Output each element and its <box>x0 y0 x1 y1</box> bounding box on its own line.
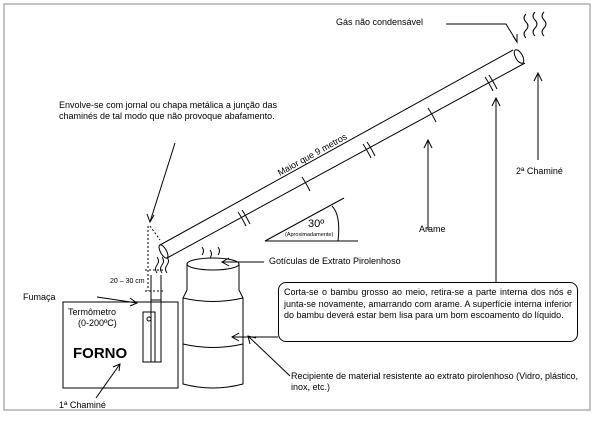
wire-label: Arame <box>419 224 446 234</box>
outer-border <box>3 3 591 411</box>
oven-box <box>62 301 179 389</box>
wrap-joint-note: Envolve-se com jornal ou chapa metálica … <box>59 100 277 121</box>
oven-label: FORNO <box>73 345 128 362</box>
first-chimney <box>150 275 162 363</box>
thermometer-icon <box>142 311 156 363</box>
gas-label: Gás não condensável <box>336 17 424 27</box>
smoke-icon <box>155 256 169 274</box>
distance-marker <box>145 225 163 292</box>
angle-approx-label: (Aproximadamente) <box>285 232 334 238</box>
bamboo-pipe <box>158 49 526 259</box>
arrows <box>95 23 543 399</box>
droplets-icon <box>201 246 220 259</box>
thermometer-label: Termômetro <box>68 307 117 317</box>
smoke-label: Fumaça <box>23 292 56 302</box>
second-chimney-label: 2ª Chaminé <box>516 166 563 176</box>
first-chimney-label: 1ª Chaminé <box>59 400 106 410</box>
angle-indicator <box>264 197 358 242</box>
bamboo-note: Corta-se o bambu grosso ao meio, retira-… <box>278 282 578 342</box>
container-label: Recipiente de material resistente ao ext… <box>291 371 578 392</box>
droplets-label: Gotículas de Extrato Pirolenhoso <box>269 256 401 266</box>
angle-value: 30º <box>308 218 325 230</box>
container <box>182 257 244 389</box>
gas-icon <box>523 11 547 39</box>
distance-label: 20 – 30 cm <box>110 278 145 285</box>
temperature-range: (0-200ºC) <box>78 318 117 328</box>
